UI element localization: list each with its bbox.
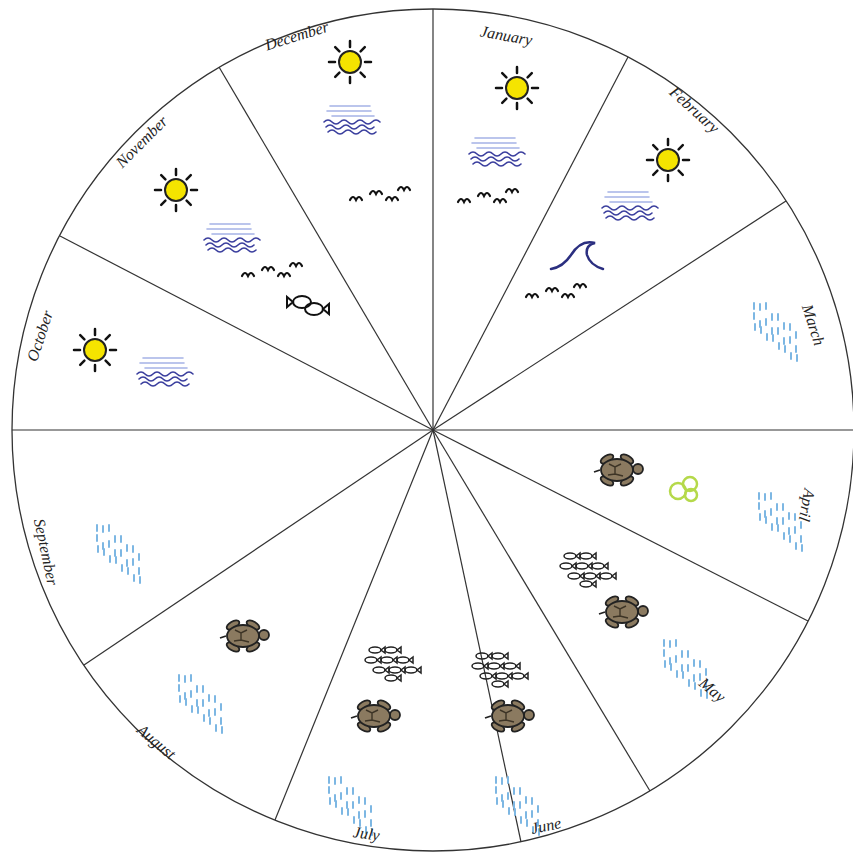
month-label: May [695, 674, 728, 706]
month-label: April [794, 487, 817, 523]
month-label: August [133, 721, 179, 763]
season-icons [74, 41, 802, 835]
sector-dividers [12, 9, 853, 842]
month-label: November [112, 112, 171, 171]
month-label: September [30, 517, 62, 587]
wheel-outline [12, 9, 853, 851]
month-label: March [798, 302, 828, 348]
month-label: October [23, 308, 56, 363]
month-label: February [666, 83, 723, 137]
month-label: December [263, 18, 331, 54]
month-label: January [479, 23, 534, 50]
month-label: June [529, 814, 562, 838]
month-label: July [352, 823, 381, 845]
